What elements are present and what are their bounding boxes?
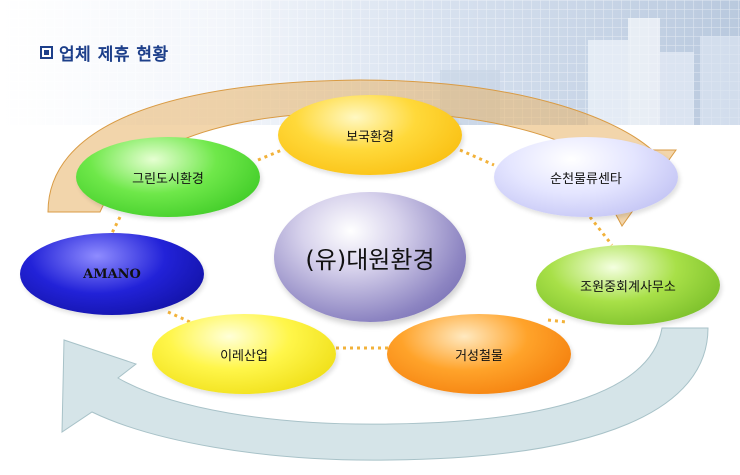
page-title-text: 업체 제휴 현황 <box>59 45 169 65</box>
center-node-daewon: (유)대원환경 <box>274 192 466 322</box>
node-bogook: 보국환경 <box>278 95 462 175</box>
node-label: 이레산업 <box>220 348 268 364</box>
node-label: AMANO <box>83 266 141 282</box>
node-label: 거성철물 <box>455 348 503 364</box>
node-green-city: 그린도시환경 <box>76 137 260 217</box>
header-banner: 업체 제휴 현황 <box>0 0 740 125</box>
node-label: 그린도시환경 <box>132 171 204 187</box>
square-bullet-icon <box>40 46 53 59</box>
node-geoseong-hardware: 거성철물 <box>387 314 571 394</box>
node-suncheon-logistics: 순천물류센타 <box>494 137 678 217</box>
node-amano: AMANO <box>20 233 204 315</box>
node-label: 보국환경 <box>346 129 394 145</box>
node-accounting-office: 조원중회계사무소 <box>536 245 720 325</box>
page-title: 업체 제휴 현황 <box>40 40 169 65</box>
center-label: (유)대원환경 <box>305 245 435 274</box>
top-cycle-arrow <box>47 79 677 227</box>
dotted-connectors <box>110 148 614 350</box>
node-ire-industry: 이레산업 <box>152 314 336 394</box>
node-label: 조원중회계사무소 <box>580 279 676 295</box>
bottom-cycle-arrow <box>61 327 709 461</box>
node-label: 순천물류센타 <box>550 171 622 187</box>
building-skyline-image <box>440 18 740 125</box>
